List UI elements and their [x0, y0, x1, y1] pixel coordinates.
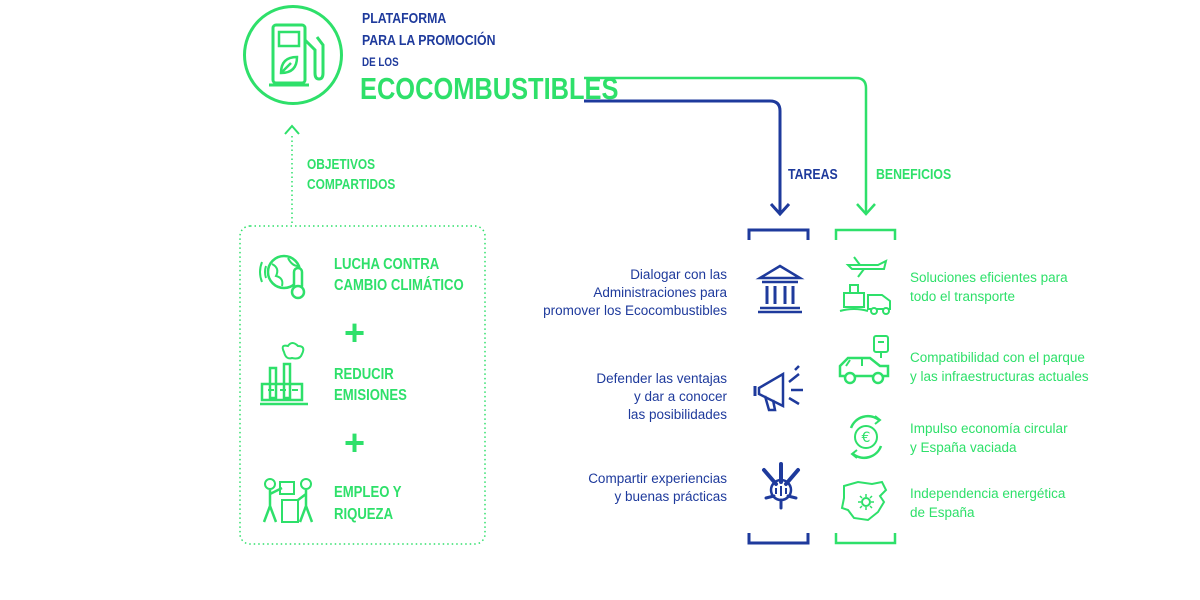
goals-arrowhead	[284, 124, 300, 135]
benefit-2-text: Compatibilidad con el parque y las infra…	[910, 348, 1150, 386]
benefit-4-line-2: de España	[910, 505, 975, 520]
task-3-text: Compartir experiencias y buenas práctica…	[497, 470, 727, 506]
goal-2-line-1: REDUCIR	[334, 366, 394, 383]
spain-map-icon	[840, 480, 888, 522]
factory-emissions-icon	[260, 342, 308, 406]
tasks-header: TAREAS	[788, 166, 838, 183]
goal-2-line-2: EMISIONES	[334, 387, 407, 404]
benefits-header: BENEFICIOS	[876, 166, 952, 183]
task-1-line-3: promover los Ecocombustibles	[543, 303, 727, 318]
task-2-text: Defender las ventajas y dar a conocer la…	[497, 370, 727, 424]
benefit-2-line-2: y las infraestructuras actuales	[910, 369, 1089, 384]
benefit-1-line-2: todo el transporte	[910, 289, 1016, 304]
svg-text:€: €	[862, 430, 871, 446]
task-1-text: Dialogar con las Administraciones para p…	[497, 266, 727, 320]
benefits-bracket-bottom	[834, 533, 897, 545]
tasks-arrow-line	[584, 99, 782, 212]
tasks-bracket-bottom	[747, 533, 810, 545]
goal-1-line-2: CAMBIO CLIMÁTICO	[334, 277, 464, 294]
workers-icon	[262, 478, 314, 523]
benefit-3-text: Impulso economía circular y España vacia…	[910, 419, 1150, 457]
benefit-2-line-1: Compatibilidad con el parque	[910, 350, 1085, 365]
task-2-line-2: y dar a conocer	[633, 389, 727, 404]
transport-icon	[839, 256, 891, 315]
climate-globe-thermometer-icon	[259, 254, 306, 300]
goal-3-line-2: RIQUEZA	[334, 506, 394, 523]
benefits-arrowhead	[856, 203, 876, 216]
benefit-4-text: Independencia energética de España	[910, 484, 1150, 522]
tasks-arrowhead	[769, 202, 791, 217]
goal-3-line-1: EMPLEO Y	[334, 484, 402, 501]
task-2-line-1: Defender las ventajas	[596, 371, 727, 386]
goal-1-line-1: LUCHA CONTRA	[334, 256, 440, 273]
car-fuel-icon	[838, 335, 890, 385]
task-1-line-1: Dialogar con las	[630, 267, 727, 282]
euro-circular-icon: €	[849, 414, 883, 460]
shared-goals-label-1: OBJETIVOS	[307, 157, 376, 173]
plus-sign-2: +	[344, 422, 366, 463]
benefits-bracket	[834, 228, 897, 240]
task-2-line-3: las posibilidades	[627, 407, 727, 422]
logo-circle	[243, 5, 343, 105]
task-3-line-1: Compartir experiencias	[588, 471, 727, 486]
government-building-icon	[755, 264, 805, 314]
benefit-3-line-2: y España vaciada	[910, 440, 1017, 455]
benefits-arrow-line	[584, 76, 868, 212]
logo-title-line-1: PLATAFORMA	[362, 10, 447, 27]
tasks-bracket	[747, 228, 810, 240]
plus-sign-1: +	[344, 312, 366, 353]
benefit-3-line-1: Impulso economía circular	[910, 421, 1068, 436]
task-3-line-2: y buenas prácticas	[614, 489, 727, 504]
logo-title-main: ECOCOMBUSTIBLES	[360, 71, 619, 106]
benefit-1-line-1: Soluciones eficientes para	[910, 270, 1068, 285]
logo-title-line-2: PARA LA PROMOCIÓN	[362, 32, 496, 49]
shared-goals-box	[239, 225, 486, 545]
megaphone-icon	[753, 365, 803, 412]
shared-goals-label-2: COMPARTIDOS	[307, 177, 396, 193]
task-1-line-2: Administraciones para	[593, 285, 727, 300]
logo-title-line-3: DE LOS	[362, 55, 399, 69]
benefit-1-text: Soluciones eficientes para todo el trans…	[910, 268, 1150, 306]
hands-together-icon	[762, 462, 800, 510]
benefit-4-line-1: Independencia energética	[910, 486, 1066, 501]
fuel-pump-leaf-icon	[268, 23, 324, 86]
